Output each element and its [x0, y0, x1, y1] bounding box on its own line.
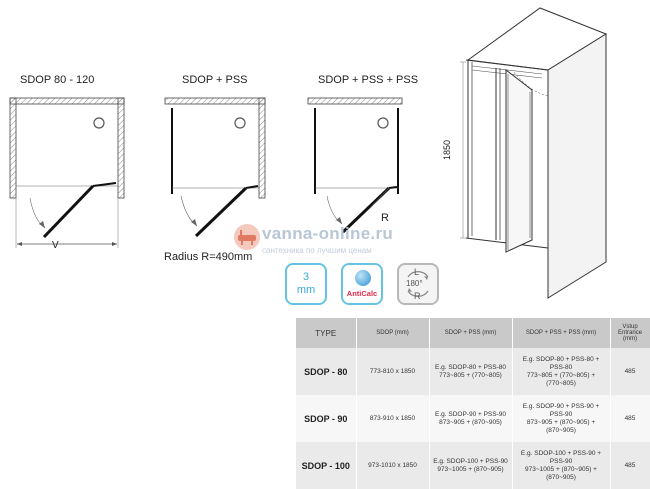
bathtub-logo-icon	[234, 224, 260, 250]
header-sdop-pss: SDOP + PSS (mm)	[429, 318, 513, 348]
row-sdop-pss-line-1: E.g. SDOP-90 + PSS-90	[435, 410, 506, 418]
row-sdop-pss-pss-line-1: E.g. SDOP-80 + PSS-80 + PSS-80	[522, 355, 600, 371]
plan-view-sdop	[9, 97, 125, 248]
watermark-tagline: сантехника по лучшим ценам	[262, 246, 372, 255]
row-sdop-pss-pss-line-2: 973~1005 + (870~905) + (870~905)	[525, 465, 597, 481]
header-entrance: Vstup Entrance (mm)	[610, 318, 650, 348]
width-label: V	[52, 240, 59, 251]
rotate-180-icon	[407, 271, 429, 297]
row-type: SDOP - 80	[296, 348, 357, 395]
reversible-badge: L 180° R	[397, 263, 439, 305]
anticalc-label: AntiCalc	[346, 289, 378, 298]
row-type: SDOP - 90	[296, 395, 357, 442]
row-sdop: 873-910 x 1850	[356, 395, 430, 442]
table-row: SDOP - 80 773-810 x 1850 E.g. SDOP-80 + …	[296, 348, 650, 395]
plan-1-title: SDOP 80 - 120	[20, 74, 95, 86]
height-label: 1850	[442, 139, 452, 160]
thickness-value: 3	[302, 271, 310, 283]
row-sdop: 973-1010 x 1850	[356, 442, 430, 489]
row-entrance: 485	[610, 395, 650, 442]
watermark-site: vanna-online.ru	[262, 224, 394, 243]
r-label: R	[381, 212, 389, 224]
radius-label: Radius R=490mm	[164, 251, 253, 263]
row-sdop-pss-line-1: E.g. SDOP-100 + PSS-90	[433, 457, 508, 465]
row-sdop: 773-810 x 1850	[356, 348, 430, 395]
table-row: SDOP - 100 973-1010 x 1850 E.g. SDOP-100…	[296, 442, 650, 489]
table-header-row: TYPE SDOP (mm) SDOP + PSS (mm) SDOP + PS…	[296, 318, 650, 348]
plan-view-sdop-pss	[164, 97, 266, 238]
reverse-right-label: R	[414, 291, 421, 301]
dimensions-table: TYPE SDOP (mm) SDOP + PSS (mm) SDOP + PS…	[296, 318, 650, 489]
row-sdop-pss-pss-line-2: 873~905 + (870~905) + (870~905)	[526, 418, 596, 434]
row-sdop-pss-pss-line-1: E.g. SDOP-100 + PSS-90 + PSS-90	[520, 449, 602, 465]
anticalc-badge: AntiCalc	[341, 263, 383, 305]
reverse-angle-label: 180°	[406, 279, 423, 288]
installation-diagrams	[9, 7, 608, 299]
row-entrance: 485	[610, 348, 650, 395]
row-sdop-pss-line-2: 773~805 + (770~805)	[439, 371, 502, 379]
row-type: SDOP - 100	[296, 442, 357, 489]
glass-thickness-badge: 3 mm	[285, 263, 327, 305]
perspective-view	[460, 7, 608, 299]
row-sdop-pss-pss-line-2: 773~805 + (770~805) + (770~805)	[526, 371, 596, 387]
plan-3-title: SDOP + PSS + PSS	[318, 74, 419, 86]
plan-2-title: SDOP + PSS	[182, 74, 248, 86]
plan-view-sdop-pss-pss	[307, 97, 403, 234]
header-sdop: SDOP (mm)	[356, 318, 430, 348]
header-type: TYPE	[296, 318, 357, 348]
row-sdop-pss-line-2: 973~1005 + (870~905)	[437, 465, 504, 473]
row-sdop-pss-line-1: E.g. SDOP-80 + PSS-80	[435, 363, 506, 371]
reverse-left-label: L	[414, 267, 420, 277]
header-sdop-pss-pss: SDOP + PSS + PSS (mm)	[512, 318, 611, 348]
row-sdop-pss-line-2: 873~905 + (870~905)	[439, 418, 502, 426]
row-sdop-pss-pss-line-1: E.g. SDOP-90 + PSS-90 + PSS-90	[522, 402, 600, 418]
row-entrance: 485	[610, 442, 650, 489]
water-drop-icon	[355, 270, 371, 286]
table-row: SDOP - 90 873-910 x 1850 E.g. SDOP-90 + …	[296, 395, 650, 442]
thickness-unit: mm	[296, 284, 316, 296]
